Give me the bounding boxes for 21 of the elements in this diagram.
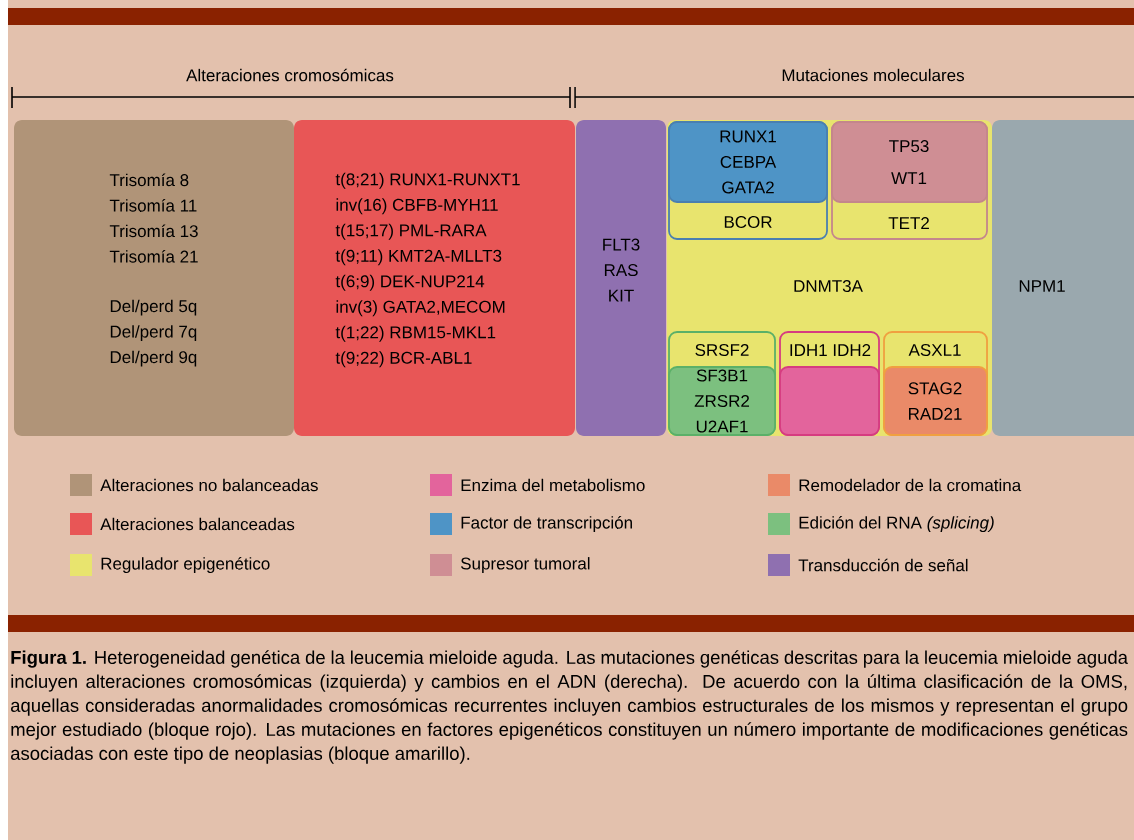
legend-label: Enzima del metabolismo — [461, 478, 645, 492]
category-block: NPM1 — [992, 120, 1134, 436]
legend-label: Supresor tumoral — [461, 557, 590, 573]
legend-label: Alteraciones no balanceadas — [100, 478, 318, 492]
gene-box — [779, 366, 880, 436]
category-block: t(8;21) RUNX1-RUNXT1 inv(16) CBFB-MYH11 t(15;17) PML-RARA t(9;11) KMT2A-MLLT3 t(6;9) DEK-NUP214 inv(3) GATA2,MECOM t(1;22) RBM15-MKL1 t(9;22) BCR-ABL1 — [294, 120, 575, 436]
section-heading: Alteraciones cromosómicas — [186, 68, 394, 82]
legend-label: Transducción de señal — [798, 558, 968, 572]
gene-box: STAG2 RAD21 — [883, 366, 988, 436]
category-block: FLT3 RAS KIT — [576, 120, 666, 436]
legend-label: Remodelador de la cromatina — [799, 478, 1022, 492]
legend-label: Factor de transcripción — [461, 516, 632, 533]
legend-label: Edición del RNA (splicing) — [799, 516, 994, 533]
legend-label: Regulador epigenético — [101, 557, 270, 574]
gene-box: SF3B1 ZRSR2 U2AF1 — [668, 366, 776, 436]
gene-box: RUNX1 CEBPA GATA2 — [668, 121, 828, 203]
category-block: Trisomía 8 Trisomía 11 Trisomía 13 Trisomía 21 Del/perd 5q Del/perd 7q Del/perd 9q — [14, 120, 294, 436]
figure-caption: Figura 1. Heterogeneidad genética de la leucemia mieloide aguda. Las mutaciones genéticas descritas para la leucemia mieloide aguda incluyen alteraciones cromosómicas (izquierda) y cambios en el ADN (derecha). De acuerdo con la última clasificación de la OMS, aquellas consideradas anormalidades cromosómicas recurrentes incluyen cambios estructurales de los mismos y representan el grupo mejor estudiado (bloque rojo). Las mutaciones en factores epigenéticos constituyen un número importante de modificaciones genéticas asociadas con este tipo de neoplasias (bloque amarillo). — [11, 650, 1128, 764]
section-heading: Mutaciones moleculares — [782, 68, 964, 82]
legend-label: Alteraciones balanceadas — [100, 517, 295, 531]
gene-box: TP53 WT1 — [831, 121, 988, 203]
